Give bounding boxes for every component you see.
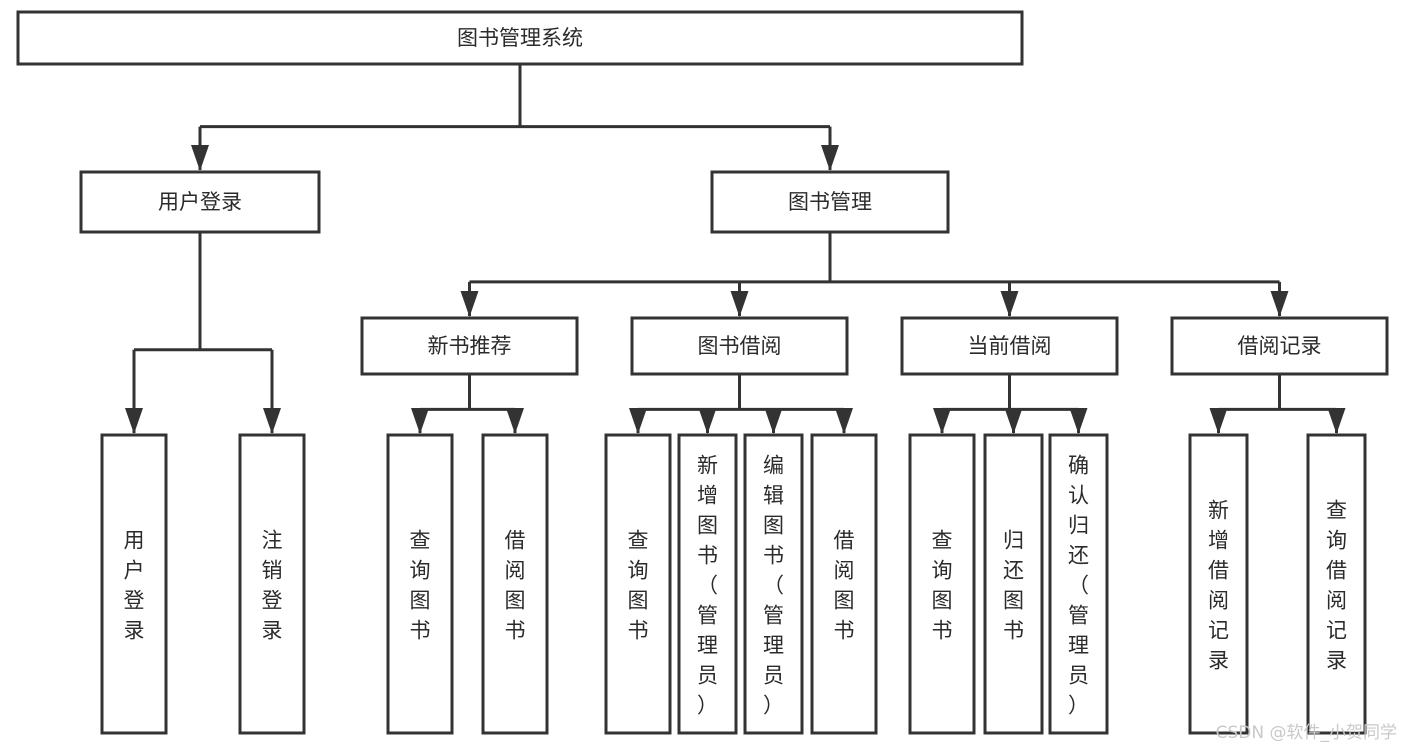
node-leaf-borrow-book-recommend[interactable]: 借阅图书 xyxy=(481,433,549,735)
node-box xyxy=(79,170,321,234)
node-label: 借阅图书 xyxy=(834,528,855,642)
node-leaf-user-login[interactable]: 用户登录 xyxy=(100,433,168,735)
arrow-head-icon xyxy=(125,408,143,434)
node-label: 当前借阅 xyxy=(968,334,1052,358)
node-borrow-record[interactable]: 借阅记录 xyxy=(1170,316,1389,376)
connector-group-borrow-record xyxy=(1209,374,1346,434)
node-user-login[interactable]: 用户登录 xyxy=(79,170,321,234)
node-label: 确认归还（管理员） xyxy=(1068,453,1089,717)
node-layer: 图书管理系统用户登录图书管理新书推荐图书借阅当前借阅借阅记录用户登录注销登录查询… xyxy=(16,10,1389,735)
node-leaf-query-book-recommend[interactable]: 查询图书 xyxy=(386,433,454,735)
connector-group-user-login xyxy=(125,232,281,434)
arrow-head-icon xyxy=(1209,408,1228,434)
node-current-borrow[interactable]: 当前借阅 xyxy=(900,316,1119,376)
node-leaf-add-borrow-record[interactable]: 新增借阅记录 xyxy=(1188,433,1249,735)
node-box xyxy=(1170,316,1389,376)
node-box xyxy=(360,316,579,376)
node-box xyxy=(1188,433,1249,735)
arrow-head-icon xyxy=(730,291,749,317)
connector-group-new-book-recommend xyxy=(411,374,524,434)
node-leaf-confirm-return[interactable]: 确认归还（管理员） xyxy=(1048,433,1109,735)
connector-group-book-borrow xyxy=(629,374,853,434)
arrow-head-icon xyxy=(821,145,839,171)
node-label: 查询图书 xyxy=(932,528,953,642)
node-label: 借阅记录 xyxy=(1238,334,1322,358)
arrow-head-icon xyxy=(835,408,853,434)
arrow-head-icon xyxy=(191,145,209,171)
arrow-head-icon xyxy=(460,291,479,317)
arrow-head-icon xyxy=(1270,291,1289,317)
node-box xyxy=(238,433,306,735)
node-box xyxy=(677,433,738,735)
node-label: 新增图书（管理员） xyxy=(697,453,718,717)
connector-group-root xyxy=(191,64,839,171)
node-label: 查询借阅记录 xyxy=(1326,498,1347,672)
node-leaf-query-book-current[interactable]: 查询图书 xyxy=(908,433,976,735)
node-box xyxy=(386,433,454,735)
arrow-head-icon xyxy=(764,408,783,434)
node-book-management[interactable]: 图书管理 xyxy=(710,170,950,234)
node-label: 借阅图书 xyxy=(505,528,526,642)
node-box xyxy=(16,10,1024,66)
node-leaf-query-book-borrow[interactable]: 查询图书 xyxy=(604,433,672,735)
arrow-head-icon xyxy=(1000,291,1019,317)
node-leaf-return-book[interactable]: 归还图书 xyxy=(983,433,1044,735)
arrow-head-icon xyxy=(1327,408,1346,434)
node-label: 图书借阅 xyxy=(698,334,782,358)
node-leaf-query-borrow-record[interactable]: 查询借阅记录 xyxy=(1306,433,1367,735)
node-box xyxy=(604,433,672,735)
arrow-head-icon xyxy=(629,408,647,434)
node-label: 编辑图书（管理员） xyxy=(763,453,784,717)
connector-group-book-management xyxy=(460,232,1289,317)
node-label: 注销登录 xyxy=(262,528,283,642)
arrow-head-icon xyxy=(506,408,524,434)
node-root[interactable]: 图书管理系统 xyxy=(16,10,1024,66)
node-label: 新书推荐 xyxy=(428,334,512,358)
node-label: 查询图书 xyxy=(628,528,649,642)
node-label: 归还图书 xyxy=(1003,528,1024,642)
node-label: 查询图书 xyxy=(410,528,431,642)
node-label: 用户登录 xyxy=(158,190,242,214)
node-leaf-add-book[interactable]: 新增图书（管理员） xyxy=(677,433,738,735)
node-box xyxy=(630,316,849,376)
node-leaf-borrow-book[interactable]: 借阅图书 xyxy=(810,433,878,735)
node-label: 用户登录 xyxy=(124,528,145,642)
node-label: 图书管理 xyxy=(788,190,872,214)
node-box xyxy=(1306,433,1367,735)
arrow-head-icon xyxy=(698,408,717,434)
node-box xyxy=(810,433,878,735)
node-label: 图书管理系统 xyxy=(457,26,583,50)
arrow-head-icon xyxy=(1004,408,1023,434)
node-box xyxy=(983,433,1044,735)
node-box xyxy=(1048,433,1109,735)
node-label: 新增借阅记录 xyxy=(1208,498,1229,672)
node-leaf-edit-book[interactable]: 编辑图书（管理员） xyxy=(743,433,804,735)
arrow-head-icon xyxy=(263,408,281,434)
node-box xyxy=(908,433,976,735)
node-box xyxy=(100,433,168,735)
arrow-head-icon xyxy=(411,408,429,434)
connector-group-current-borrow xyxy=(933,374,1088,434)
arrow-head-icon xyxy=(1069,408,1088,434)
node-new-book-recommend[interactable]: 新书推荐 xyxy=(360,316,579,376)
node-leaf-logout[interactable]: 注销登录 xyxy=(238,433,306,735)
node-box xyxy=(743,433,804,735)
node-box xyxy=(481,433,549,735)
arrow-head-icon xyxy=(933,408,951,434)
node-book-borrow[interactable]: 图书借阅 xyxy=(630,316,849,376)
connector-layer xyxy=(125,64,1346,434)
node-box xyxy=(900,316,1119,376)
node-box xyxy=(710,170,950,234)
